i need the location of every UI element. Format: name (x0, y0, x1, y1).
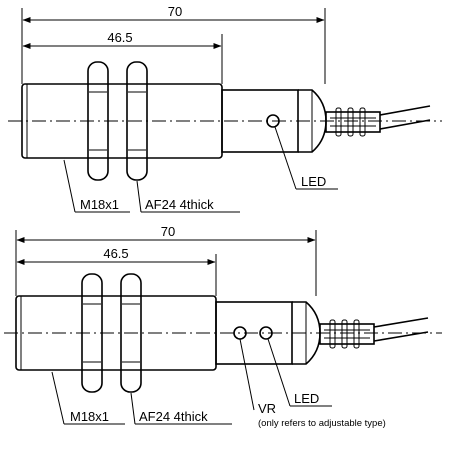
bottom-label-nut: AF24 4thick (139, 409, 208, 424)
bottom-dim-thread: 46.5 (103, 246, 128, 261)
top-dim-thread: 46.5 (107, 30, 132, 45)
bottom-nut-right (120, 273, 142, 393)
bottom-cable-strain-relief (319, 319, 375, 349)
top-leader-nut (136, 180, 142, 213)
bottom-leader-nut (130, 392, 136, 425)
top-label-thread: M18x1 (80, 197, 119, 212)
top-leader-led (274, 126, 297, 190)
bottom-cable (373, 317, 429, 342)
bottom-sensor-view: 70 46.5 (4, 224, 442, 429)
top-cable (379, 105, 431, 130)
bottom-leader-vr (239, 338, 255, 411)
top-cable-strain-relief (325, 107, 381, 137)
top-sensor-view: 70 46.5 (8, 4, 442, 213)
bottom-label-vr-note: (only refers to adjustable type) (258, 418, 386, 429)
bottom-dim-overall: 70 (161, 224, 175, 239)
bottom-label-led: LED (294, 391, 319, 406)
bottom-label-vr: VR (258, 401, 276, 416)
bottom-leader-thread (51, 371, 65, 425)
top-leader-thread (63, 159, 76, 213)
bottom-label-thread: M18x1 (70, 409, 109, 424)
bottom-leader-led (267, 338, 291, 407)
top-dim-overall: 70 (168, 4, 182, 19)
top-label-nut: AF24 4thick (145, 197, 214, 212)
top-label-led: LED (301, 174, 326, 189)
